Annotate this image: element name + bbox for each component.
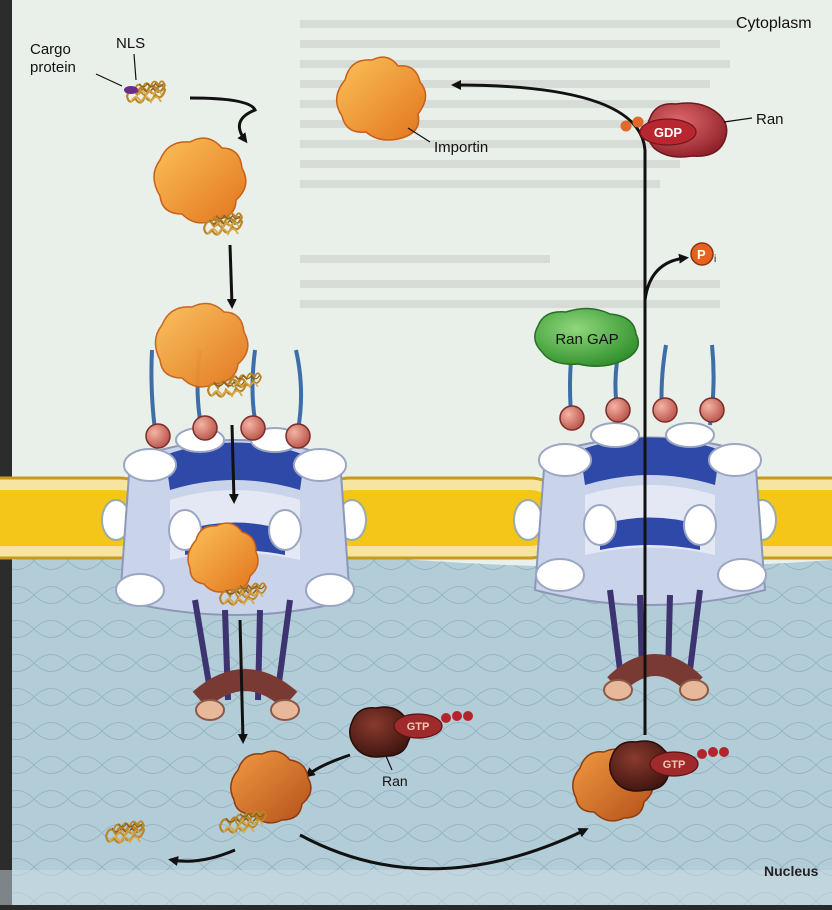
ran-gap-label: Ran GAP — [555, 331, 618, 348]
pi-label: P — [697, 247, 706, 262]
nls-marker — [124, 86, 138, 94]
ran-top-label: Ran — [756, 111, 784, 128]
pi-subscript: i — [714, 254, 716, 265]
gtp-left-label: GTP — [407, 721, 430, 733]
arrow-into-pore — [232, 425, 234, 500]
importin-free — [337, 57, 426, 140]
nls-label: NLS — [116, 35, 145, 52]
arrow-to-pore — [230, 245, 232, 305]
gtp-right-label: GTP — [663, 759, 686, 771]
gdp-label: GDP — [654, 125, 683, 140]
importin-label: Importin — [434, 139, 488, 156]
ran-bottom-label: Ran — [382, 773, 408, 789]
cargo-label-line1: Cargo — [30, 41, 71, 58]
cytoplasm-label: Cytoplasm — [736, 15, 812, 32]
nucleus-label: Nucleus — [764, 863, 819, 879]
cargo-label-line2: protein — [30, 59, 76, 76]
